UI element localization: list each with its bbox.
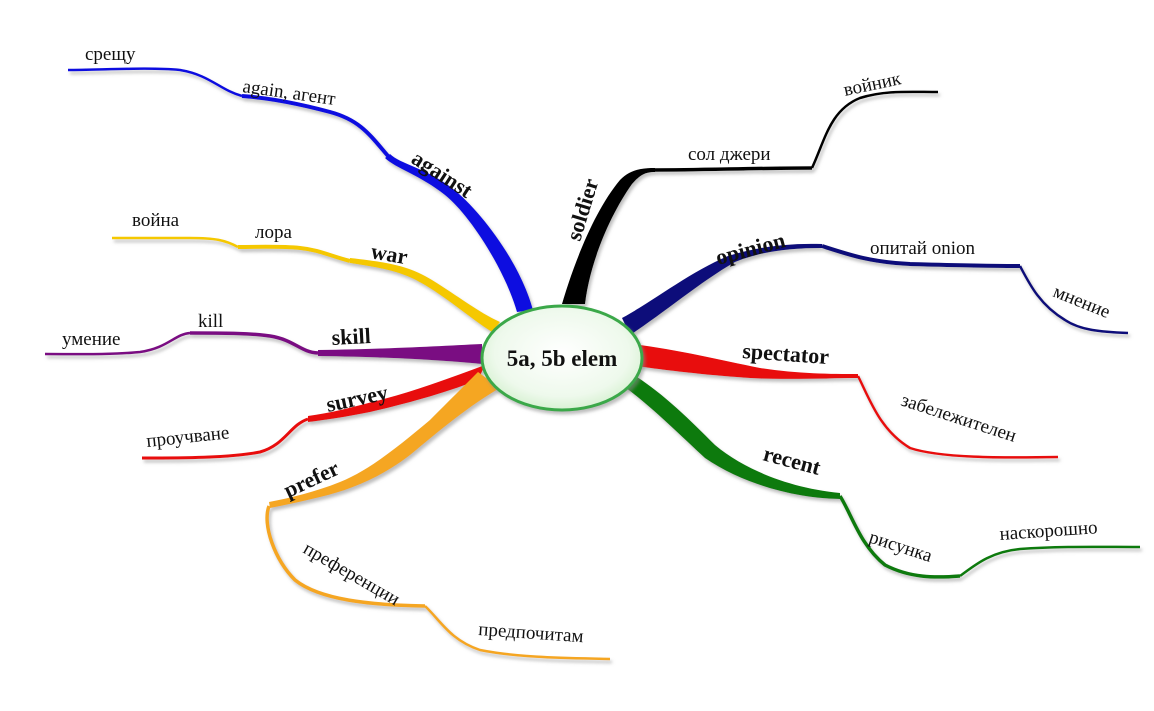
branch-survey: [141, 365, 485, 460]
branch-war-sub2: [112, 236, 239, 249]
label-recent-sub1: рисунка: [866, 527, 935, 567]
label-skill: skill: [331, 323, 371, 350]
label-skill-sub2: умение: [62, 329, 120, 350]
label-against-sub2: срещу: [85, 44, 136, 65]
branch-against-main: [385, 154, 533, 312]
branch-soldier-main: [562, 168, 655, 304]
branch-war-main: [350, 258, 500, 332]
branch-against-sub1: [241, 94, 390, 158]
branch-skill: [44, 331, 482, 364]
label-opinion: opinion: [713, 227, 788, 270]
branch-war: [112, 236, 500, 332]
label-survey-sub1: проучване: [145, 422, 230, 452]
label-recent: recent: [761, 441, 824, 480]
label-skill-sub1: kill: [198, 311, 223, 332]
branch-against-sub2: [67, 67, 243, 98]
label-opinion-sub1: опитай onion: [870, 238, 976, 259]
branch-survey-sub1: [141, 417, 309, 460]
branch-spectator: [632, 344, 1059, 459]
label-war-sub1: лора: [255, 222, 292, 243]
branch-opinion: [622, 243, 1129, 335]
center-ellipse: [480, 304, 644, 412]
label-recent-sub2: наскорошно: [999, 517, 1098, 545]
label-spectator-sub1: забележителен: [898, 390, 1018, 447]
branch-skill-sub1: [189, 331, 319, 355]
branch-recent-main: [622, 375, 840, 499]
branch-prefer-sub2: [424, 605, 611, 661]
branch-skill-main: [318, 344, 482, 364]
label-against-sub1: again, агент: [241, 76, 337, 110]
branch-prefer-sub1: [265, 505, 426, 608]
center-label: 5a, 5b elem: [507, 346, 618, 371]
label-spectator: spectator: [742, 338, 831, 369]
branch-recent-sub1: [838, 495, 961, 579]
center-node: 5a, 5b elem: [480, 304, 644, 412]
branch-war-sub1: [237, 244, 351, 263]
branch-soldier-sub2: [810, 90, 939, 169]
branch-survey-main: [308, 365, 485, 422]
branch-prefer: [265, 372, 611, 661]
branch-opinion-main: [622, 243, 822, 335]
branch-recent: [622, 375, 1141, 579]
branch-spectator-main: [632, 344, 858, 379]
branch-soldier-sub1: [654, 166, 813, 172]
branch-skill-sub2: [44, 331, 191, 356]
label-war-sub2: война: [132, 210, 180, 231]
label-soldier-sub1: сол джери: [688, 144, 771, 165]
label-prefer-sub2: предпочитам: [478, 619, 585, 647]
branch-recent-sub2: [959, 545, 1141, 578]
branch-spectator-sub1: [856, 375, 1059, 459]
branch-prefer-main: [269, 372, 500, 508]
branch-against: [67, 67, 533, 312]
branch-opinion-sub1: [821, 244, 1021, 268]
branch-opinion-sub2: [1018, 265, 1129, 335]
branch-soldier: [562, 90, 939, 304]
